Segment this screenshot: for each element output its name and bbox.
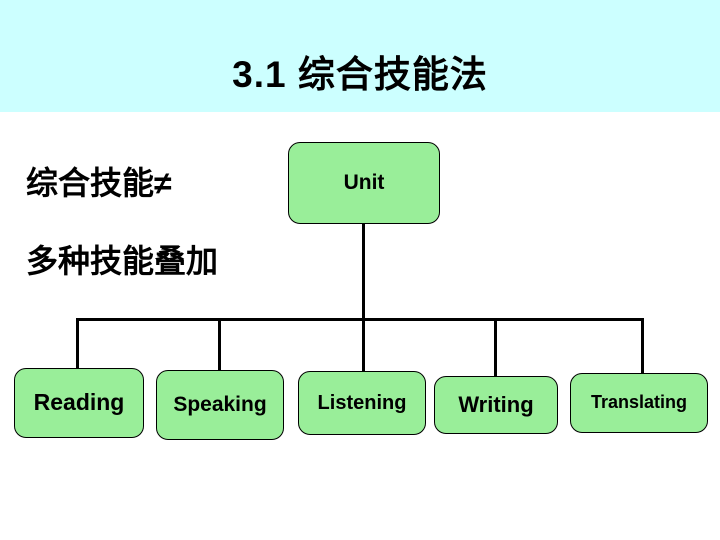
node-listening: Listening — [298, 371, 426, 435]
connector-drop-speaking — [218, 318, 221, 372]
node-writing: Writing — [434, 376, 558, 434]
title-band — [0, 0, 720, 112]
lead-text-line-1: 综合技能≠ — [26, 165, 172, 201]
connector-drop-listening — [362, 318, 365, 373]
connector-drop-translating — [641, 318, 644, 375]
connector-horizontal-bus — [76, 318, 644, 321]
lead-text-line-2: 多种技能叠加 — [26, 243, 219, 279]
node-translating: Translating — [570, 373, 708, 433]
connector-trunk — [362, 224, 365, 319]
node-speaking: Speaking — [156, 370, 284, 440]
node-unit: Unit — [288, 142, 440, 224]
connector-drop-reading — [76, 318, 79, 370]
node-reading: Reading — [14, 368, 144, 438]
connector-drop-writing — [494, 318, 497, 378]
page-title: 3.1 综合技能法 — [232, 54, 488, 95]
